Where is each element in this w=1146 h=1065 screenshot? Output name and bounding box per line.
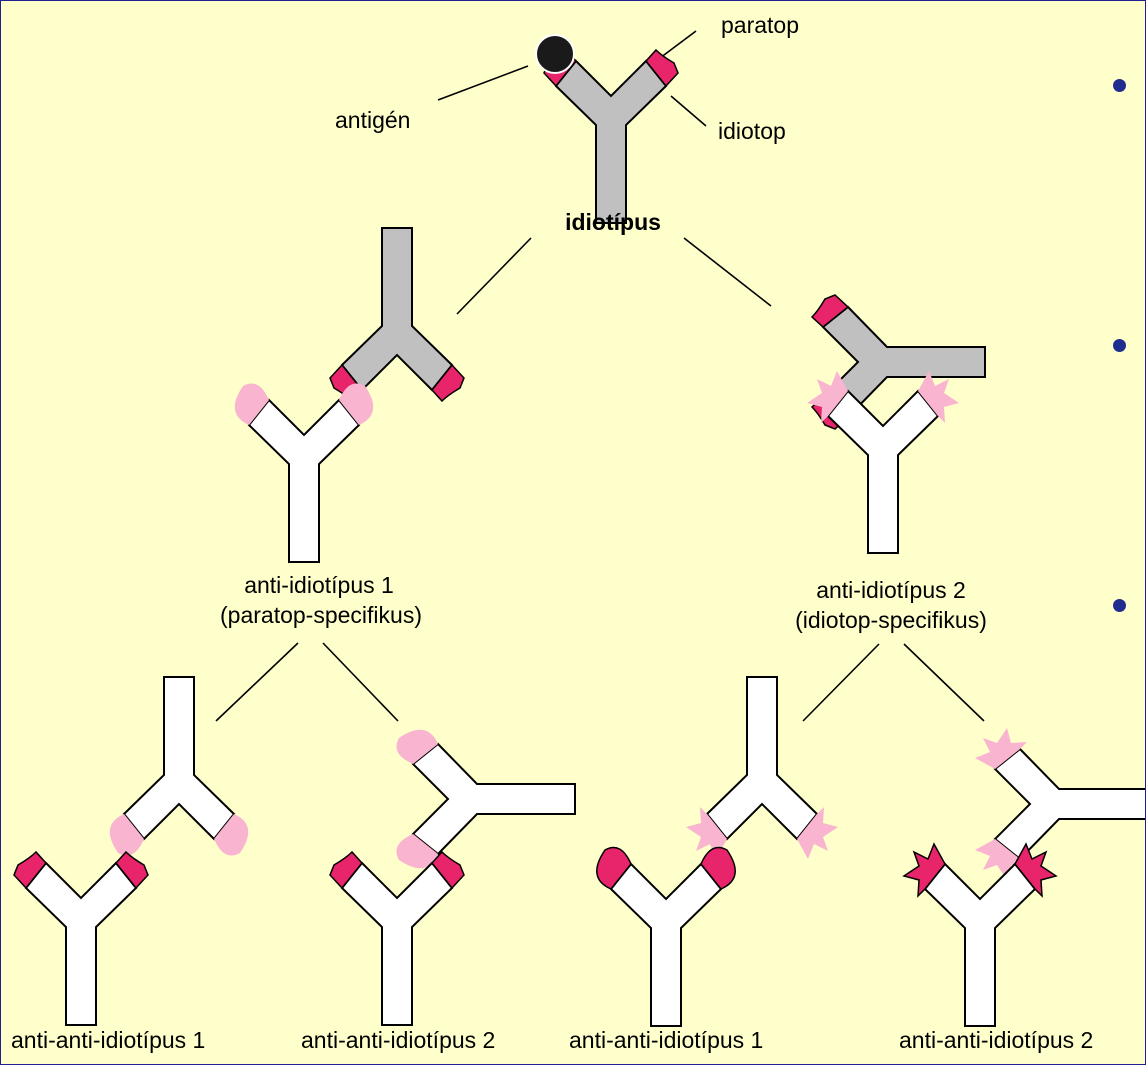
paratop-label: paratop	[721, 12, 800, 38]
idiotype-title: idiotípus	[565, 209, 661, 235]
anti-idiotype-2-antibody	[807, 371, 959, 554]
anti-idiotype-2-subtitle: (idiotop-specifikus)	[795, 607, 987, 633]
aa2-right-label: anti-anti-idiotípus 2	[899, 1027, 1094, 1053]
anti2-bound-aa2	[975, 728, 1145, 880]
bullet-marker-3	[1113, 599, 1126, 612]
anti1-bound-aa2	[396, 729, 576, 869]
aa1-right-label: anti-anti-idiotípus 1	[569, 1027, 764, 1053]
idiotop-label: idiotop	[718, 118, 786, 144]
bullet-marker-1	[1113, 79, 1126, 92]
aa2-left-label: anti-anti-idiotípus 2	[301, 1027, 496, 1053]
anti2-bound-aa1	[686, 676, 838, 859]
anti-idiotype-2-title: anti-idiotípus 2	[816, 577, 966, 603]
anti-idiotype-1-antibody	[234, 383, 374, 563]
aa1-left-label: anti-anti-idiotípus 1	[11, 1027, 206, 1053]
anti-idiotype-1-title: anti-idiotípus 1	[244, 572, 394, 598]
idiotype-bound-anti1	[329, 227, 465, 402]
anti1-bound-aa1	[109, 676, 249, 856]
anti-anti-idiotype-1-left	[13, 851, 149, 1026]
antigen-label: antigén	[335, 107, 411, 133]
anti-idiotype-1-subtitle: (paratop-specifikus)	[220, 602, 422, 628]
anti-anti-idiotype-2-left	[329, 851, 465, 1026]
connector-lines	[215, 30, 985, 722]
anti-anti-idiotype-2-right	[903, 843, 1057, 1027]
antigen-icon	[535, 34, 575, 74]
idiotype-antibody	[535, 34, 679, 224]
bullet-marker-2	[1113, 339, 1126, 352]
anti-anti-idiotype-1-right	[596, 846, 736, 1027]
